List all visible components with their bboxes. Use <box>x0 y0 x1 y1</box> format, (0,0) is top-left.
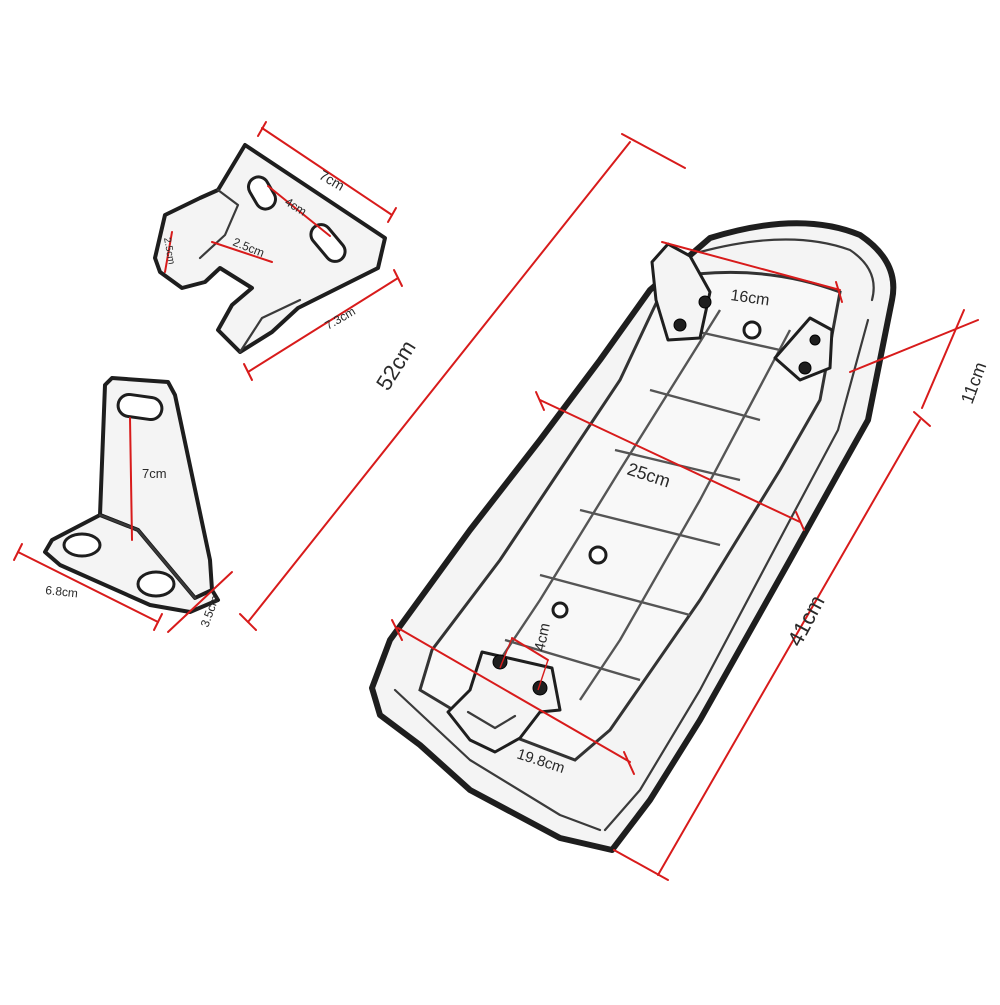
seat-side-stitch <box>603 318 870 832</box>
dim-label-l-base: 6.8cm <box>45 583 79 600</box>
l-bracket: 7cm 6.8cm 3.5cm <box>13 376 233 633</box>
dim-7.3cm-line <box>247 277 399 373</box>
front-bracket-hook <box>466 710 517 730</box>
dim-11cm-tick <box>921 309 965 409</box>
seat-dimensions: 16cm 11cm 25cm 41cm 4cm 19.8cm <box>391 241 990 881</box>
seat-rails <box>499 309 792 701</box>
top-bracket-slot-2 <box>309 223 347 263</box>
top-bracket-lip <box>238 298 302 354</box>
dim-52cm-line <box>247 141 631 623</box>
dim-label-overall: 52cm <box>371 336 421 395</box>
seat-front-stitch <box>393 688 602 832</box>
top-bracket: 7cm 4cm 2.5cm 2.5cm 7.3cm <box>153 121 403 381</box>
l-bracket-bend <box>98 513 197 600</box>
rear-bracket-right <box>773 316 834 382</box>
dim-41cm-line <box>657 419 921 876</box>
dim-label-rear-width: 16cm <box>729 287 770 309</box>
rear-bracket-left <box>650 242 712 342</box>
dim-label-side-length: 41cm <box>782 591 829 650</box>
top-bracket-fold <box>198 188 240 260</box>
seat-base-plate <box>418 270 842 762</box>
dim-19.8cm-line <box>397 627 631 763</box>
dim-3.5cm-line <box>167 571 233 633</box>
dim-4cm-line <box>267 185 331 237</box>
l-bracket-slot <box>116 392 164 422</box>
dim-4cm-front-line <box>511 637 549 661</box>
dim-2.5cm-depth-line <box>164 231 173 273</box>
dim-6.8cm-line <box>17 551 159 623</box>
seat <box>369 220 897 853</box>
dim-l-7cm-line <box>129 417 133 541</box>
dim-label-width: 7cm <box>317 167 348 194</box>
dim-7cm-line <box>261 127 393 216</box>
dim-25cm-line <box>539 399 801 523</box>
dim-16cm-line <box>661 241 841 291</box>
dim-label-front-bracket: 4cm <box>531 622 554 653</box>
seat-rear-stitch <box>698 238 875 302</box>
dim-2.5cm-line <box>211 241 273 263</box>
front-bracket <box>446 650 562 754</box>
seat-hole-1 <box>742 320 762 340</box>
dim-label-length: 7.3cm <box>323 304 358 332</box>
seat-hole-2 <box>588 545 608 565</box>
l-bracket-hole-2 <box>136 570 176 598</box>
dim-label-rear-height: 11cm <box>957 359 990 406</box>
dim-label-notch-depth: 2.5cm <box>161 237 177 266</box>
dim-label-l-height: 7cm <box>142 466 167 481</box>
l-bracket-hole-1 <box>62 532 102 558</box>
top-bracket-plate <box>153 143 387 354</box>
seat-hole-3 <box>551 601 569 619</box>
